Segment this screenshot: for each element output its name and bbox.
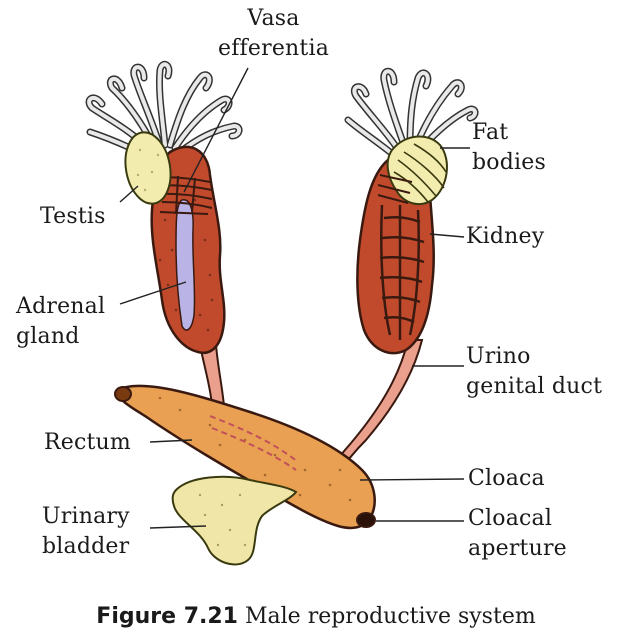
label-vasa-efferentia-line1: Vasa (247, 6, 300, 31)
label-urinary-bladder: Urinary bladder (42, 502, 130, 562)
label-vasa-efferentia-line2: efferentia (218, 36, 330, 61)
label-vasa-efferentia: Vasa efferentia (218, 4, 329, 64)
label-cloacal-aperture: Cloacal aperture (468, 504, 567, 564)
label-rectum: Rectum (44, 428, 131, 458)
left-kidney-texture (158, 178, 214, 332)
right-fat-body-shape (386, 135, 448, 206)
cloacal-aperture-shape (356, 512, 376, 528)
testis-texture (136, 148, 160, 192)
testis-shape (124, 131, 172, 205)
label-kidney-text: Kidney (466, 224, 545, 249)
figure-caption: Figure 7.21 Male reproductive system (0, 604, 632, 629)
label-adrenal-gland-line1: Adrenal (16, 294, 106, 319)
label-cloacal-aperture-line1: Cloacal (468, 506, 553, 531)
leader-kidney (429, 233, 465, 238)
label-cloaca-text: Cloaca (468, 466, 545, 491)
label-urino-genital-duct: Urino genital duct (466, 342, 602, 402)
right-vasa-lines (377, 174, 413, 204)
adrenal-gland-shape (175, 199, 196, 331)
label-cloacal-aperture-line2: aperture (468, 536, 567, 561)
label-rectum-text: Rectum (44, 430, 131, 455)
label-urino-genital-duct-line2: genital duct (466, 374, 603, 399)
leader-urinary-bladder (149, 525, 207, 529)
label-urinary-bladder-line1: Urinary (42, 504, 130, 529)
leader-adrenal-gland (119, 281, 187, 305)
rectum-internal-duct-2 (211, 427, 297, 471)
urinary-bladder-shape (171, 475, 298, 566)
leader-cloaca (359, 478, 465, 481)
rectum-opening (114, 386, 132, 402)
label-adrenal-gland-line2: gland (16, 324, 80, 349)
label-fat-bodies: Fat bodies (472, 118, 546, 178)
leader-vasa-efferentia (183, 67, 249, 193)
diagram-art (85, 60, 479, 566)
figure-title: Male reproductive system (245, 604, 536, 629)
label-urino-genital-duct-line1: Urino (466, 344, 531, 369)
label-urinary-bladder-line2: bladder (42, 534, 130, 559)
urinary-bladder-texture (198, 493, 247, 547)
label-cloaca: Cloaca (468, 464, 545, 494)
leader-rectum (149, 439, 193, 443)
right-kidney-tubules (379, 204, 425, 340)
label-fat-bodies-line2: bodies (472, 150, 546, 175)
leader-lines (119, 67, 470, 529)
rectum-internal-duct (209, 415, 299, 463)
figure-number: Figure 7.21 (96, 604, 238, 629)
label-kidney: Kidney (466, 222, 544, 252)
label-testis-text: Testis (40, 204, 106, 229)
leader-testis (119, 185, 139, 203)
label-fat-bodies-line1: Fat (472, 120, 509, 145)
right-fat-body-lines (393, 143, 447, 203)
label-adrenal-gland: Adrenal gland (16, 292, 105, 352)
label-testis: Testis (40, 202, 106, 232)
